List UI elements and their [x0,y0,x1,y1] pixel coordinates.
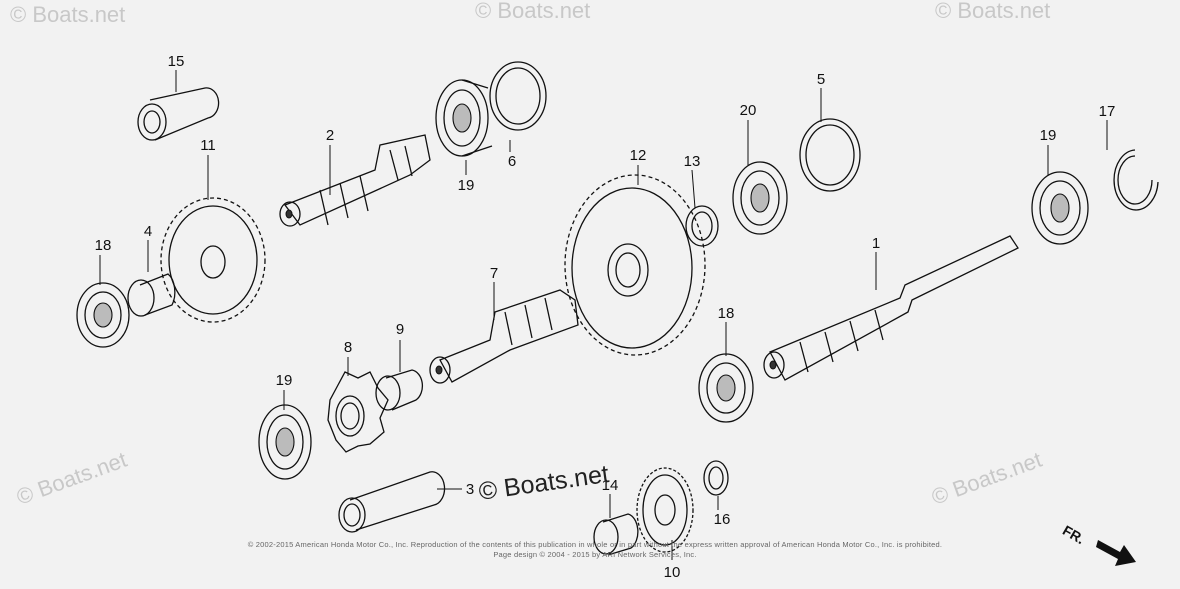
callout-13: 13 [684,153,701,170]
part-19-bearing-lower[interactable] [258,404,312,480]
part-9-collar[interactable] [375,369,424,411]
copyright-line-2: Page design © 2004 - 2015 by ARI Network… [493,550,697,559]
part-19-bearing-right[interactable] [1031,171,1089,245]
part-10-small-gear[interactable] [636,467,694,553]
callout-19-upper: 19 [458,177,475,194]
watermark-bottom-left: © Boats.net [13,447,130,510]
callout-3: 3 [466,481,474,498]
part-18-bearing-center[interactable] [698,353,754,423]
callout-10: 10 [664,564,681,581]
callout-6: 6 [508,153,516,170]
part-20-bearing[interactable] [732,161,788,235]
part-19-bearing-upper[interactable] [435,79,493,157]
callout-2: 2 [326,127,334,144]
callout-16: 16 [714,511,731,528]
part-1-mainshaft[interactable] [763,235,1019,381]
part-14-collar[interactable] [593,513,639,556]
part-6-ring[interactable] [489,61,547,131]
watermark-top-center: © Boats.net [475,0,590,23]
callout-17: 17 [1099,103,1116,120]
part-4-collar[interactable] [127,273,176,317]
part-12-large-gear[interactable] [564,174,706,356]
callout-18-left: 18 [95,237,112,254]
callout-20: 20 [740,102,757,119]
callout-1: 1 [872,235,880,252]
watermark-center: © Boats.net [477,460,611,506]
front-direction-arrow [1096,540,1136,566]
part-16-washer[interactable] [703,460,729,496]
watermark-bottom-right: © Boats.net [928,447,1045,510]
part-18-bearing-left[interactable] [76,282,130,348]
watermark-top-left: © Boats.net [10,2,125,27]
part-11-gear[interactable] [160,197,266,323]
leader-lines [99,70,1108,560]
callout-15: 15 [168,53,185,70]
watermark-top-right: © Boats.net [935,0,1050,23]
callout-8: 8 [344,339,352,356]
part-17-snap-ring[interactable] [1113,149,1159,211]
callout-12: 12 [630,147,647,164]
part-13-washer[interactable] [685,205,719,247]
part-7-shaft[interactable] [429,289,579,384]
part-15-sleeve[interactable] [137,87,220,141]
part-3-sleeve[interactable] [338,471,446,533]
part-5-ring[interactable] [799,118,861,192]
callout-11: 11 [200,137,216,154]
callout-4: 4 [144,223,152,240]
callout-19-right: 19 [1040,127,1057,144]
callout-14: 14 [602,477,619,494]
part-2-shaft[interactable] [279,134,431,227]
callout-5: 5 [817,71,825,88]
callout-18-center: 18 [718,305,735,322]
callout-19-lower: 19 [276,372,293,389]
callout-7: 7 [490,265,498,282]
callout-9: 9 [396,321,404,338]
part-8-sprocket[interactable] [327,371,389,453]
copyright-line-1: © 2002-2015 American Honda Motor Co., In… [247,540,943,549]
